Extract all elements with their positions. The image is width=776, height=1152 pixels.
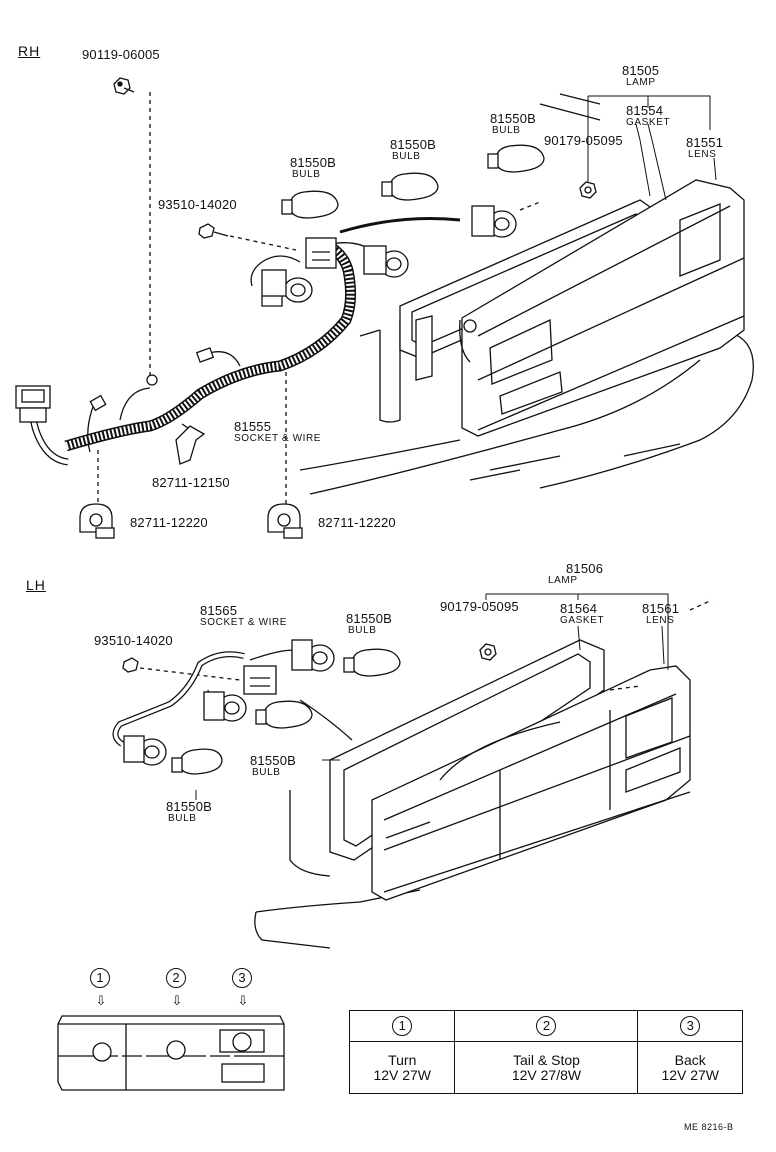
- lh-section-label: LH: [26, 577, 46, 593]
- lh-lens-number: 81561: [642, 601, 680, 616]
- rh-section-label: RH: [18, 43, 41, 59]
- lh-body-panel: [254, 699, 421, 949]
- rh-bulb-2: [381, 172, 439, 201]
- rh-lamp-lens: [459, 179, 745, 437]
- lh-gasket-sub: GASKET: [560, 615, 605, 626]
- bulb-spec-table: 1 2 3 Turn 12V 27W Tail & Stop 12V 27/8W…: [348, 1010, 743, 1094]
- lh-gasket-number: 81564: [560, 601, 598, 616]
- rh-bulb3-number: 81550B: [490, 111, 537, 126]
- lh-screw-93510-label: 93510-14020: [94, 633, 173, 648]
- rh-gasket-sub: GASKET: [626, 117, 671, 128]
- rh-bulb2-number: 81550B: [390, 137, 437, 152]
- table-marker-2: 2: [536, 1016, 557, 1036]
- lh-socket-sub: SOCKET & WIRE: [200, 617, 288, 628]
- rh-leaders: [587, 95, 717, 201]
- rh-socket-sub: SOCKET & WIRE: [234, 433, 322, 444]
- lh-bulb3-number: 81550B: [166, 799, 213, 814]
- rh-bulb-3: [487, 144, 545, 173]
- lh-bulb-3: [171, 748, 223, 775]
- bulb-rating: 12V 27/8W: [511, 1066, 582, 1083]
- lh-nut-90179-label: 90179-05095: [440, 599, 519, 614]
- lh-leaders: [195, 593, 669, 800]
- lh-nut-90179: [479, 643, 497, 661]
- rh-lens-number: 81551: [686, 135, 724, 150]
- rh-screw-90119: [113, 77, 135, 95]
- rh-clamp-a-label: 82711-12220: [130, 515, 208, 530]
- rh-socket-1: [261, 269, 313, 307]
- lh-socket-3: [291, 639, 335, 672]
- rh-screw-90119-label: 90119-06005: [82, 47, 160, 62]
- down-arrow-icon: ⇩: [95, 993, 107, 1008]
- lh-bulb3-sub: BULB: [168, 813, 197, 824]
- rh-nut-90179-label: 90179-05095: [544, 133, 623, 148]
- rh-bulb2-sub: BULB: [392, 151, 421, 162]
- table-cell: Tail & Stop 12V 27/8W: [454, 1041, 639, 1094]
- lh-socket-1: [123, 735, 167, 766]
- rh-gasket-number: 81554: [626, 103, 664, 118]
- rh-bulb3-sub: BULB: [492, 125, 521, 136]
- rh-clamp-12150-label: 82711-12150: [152, 475, 230, 490]
- lh-lamp-lens: [371, 665, 691, 901]
- position-marker-1: 1: [90, 968, 110, 988]
- rh-lamp-number: 81505: [622, 63, 660, 78]
- rh-screw-93510: [198, 223, 229, 239]
- rh-connector: [15, 385, 51, 423]
- lh-socket-number: 81565: [200, 603, 238, 618]
- rh-clamp-12220-b: [267, 503, 303, 539]
- rh-socket-3: [471, 205, 517, 238]
- lh-bulb-2: [255, 700, 313, 729]
- rh-bulb1-sub: BULB: [292, 169, 321, 180]
- rh-lamp-sub: LAMP: [626, 77, 656, 88]
- lh-bulb2-number: 81550B: [250, 753, 297, 768]
- rh-body-panel: [299, 93, 754, 495]
- rh-bulb-1: [281, 190, 339, 219]
- table-header-cell: 3: [637, 1010, 743, 1042]
- lh-harness-block: [243, 665, 277, 695]
- position-lamp-diagram: [57, 1015, 285, 1091]
- position-marker-2: 2: [166, 968, 186, 988]
- bulb-function: Turn: [388, 1051, 417, 1068]
- lh-screw-93510: [122, 657, 139, 673]
- lh-socket-2: [203, 691, 247, 722]
- table-cell: Back 12V 27W: [637, 1041, 743, 1094]
- lh-lamp-number: 81506: [566, 561, 604, 576]
- position-marker-3: 3: [232, 968, 252, 988]
- lh-bulb1-sub: BULB: [348, 625, 377, 636]
- bulb-rating: 12V 27W: [373, 1066, 432, 1083]
- rh-clamp-b-label: 82711-12220: [318, 515, 396, 530]
- bulb-function: Tail & Stop: [513, 1051, 580, 1068]
- rh-clamp-12220-a: [79, 503, 115, 539]
- table-cell: Turn 12V 27W: [348, 1041, 456, 1094]
- rh-lens-sub: LENS: [688, 149, 717, 160]
- rh-clamp-12150: [175, 423, 206, 465]
- table-header-cell: 1: [348, 1010, 456, 1042]
- table-marker-1: 1: [392, 1016, 413, 1036]
- lh-bulb2-sub: BULB: [252, 767, 281, 778]
- lh-lamp-sub: LAMP: [548, 575, 578, 586]
- rh-bulb1-number: 81550B: [290, 155, 337, 170]
- lh-bulb-1: [343, 648, 401, 677]
- rh-socket-number: 81555: [234, 419, 272, 434]
- bulb-rating: 12V 27W: [661, 1066, 720, 1083]
- down-arrow-icon: ⇩: [171, 993, 183, 1008]
- lh-lens-sub: LENS: [646, 615, 675, 626]
- reference-code: ME 8216-B: [684, 1122, 734, 1132]
- down-arrow-icon: ⇩: [237, 993, 249, 1008]
- table-marker-3: 3: [680, 1016, 701, 1036]
- table-header-cell: 2: [454, 1010, 639, 1042]
- rh-socket-2: [363, 245, 409, 278]
- lh-bulb1-number: 81550B: [346, 611, 393, 626]
- bulb-function: Back: [674, 1051, 706, 1068]
- rh-screw-93510-label: 93510-14020: [158, 197, 237, 212]
- rh-harness-block: [305, 237, 337, 269]
- rh-nut-90179: [579, 181, 597, 199]
